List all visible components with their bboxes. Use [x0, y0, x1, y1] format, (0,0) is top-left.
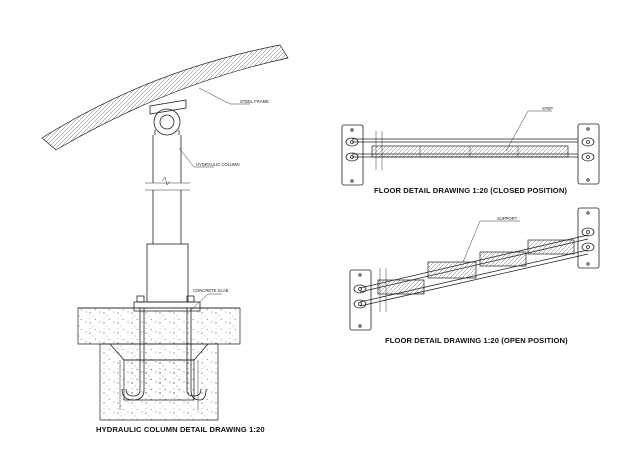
hydraulic-column-detail: STEEL FRAME HYDRAULIC COLUMN CONCRETE SL…: [41, 44, 289, 434]
floor-detail-closed: STEP FLOOR DETAIL DRAWING 1:20 (CLOSED P…: [341, 106, 600, 195]
end-plate-left-open: [349, 269, 372, 331]
title-column: HYDRAULIC COLUMN DETAIL DRAWING 1:20: [96, 425, 265, 434]
anchor-bolt-left: [125, 308, 141, 397]
end-plate-right: [577, 123, 600, 185]
label-steel-frame: STEEL FRAME: [240, 99, 269, 104]
steel-frame-beam: [41, 44, 289, 151]
label-hydraulic-column: HYDRAULIC COLUMN: [196, 162, 240, 167]
end-plate-left: [341, 124, 364, 186]
label-concrete-slab: CONCRETE SLAB: [193, 288, 229, 293]
floor-detail-open: SUPPORT FLOOR DETAIL DRAWING 1:20 (OPEN …: [349, 207, 600, 345]
end-plate-right-open: [577, 207, 600, 269]
column-upper: [152, 135, 182, 183]
pivot-bracket: [149, 99, 187, 115]
anchor-bolt-right: [186, 308, 202, 397]
title-closed: FLOOR DETAIL DRAWING 1:20 (CLOSED POSITI…: [374, 186, 567, 195]
base-plate: [133, 301, 201, 309]
label-support: SUPPORT: [497, 216, 518, 221]
label-step: STEP: [542, 106, 553, 111]
pivot-inner: [159, 114, 175, 130]
cylinder-body: [146, 243, 189, 303]
pivot-outer: [153, 108, 181, 136]
concrete-slab: [77, 307, 241, 345]
title-open: FLOOR DETAIL DRAWING 1:20 (OPEN POSITION…: [385, 336, 568, 345]
column-lower: [152, 190, 182, 244]
